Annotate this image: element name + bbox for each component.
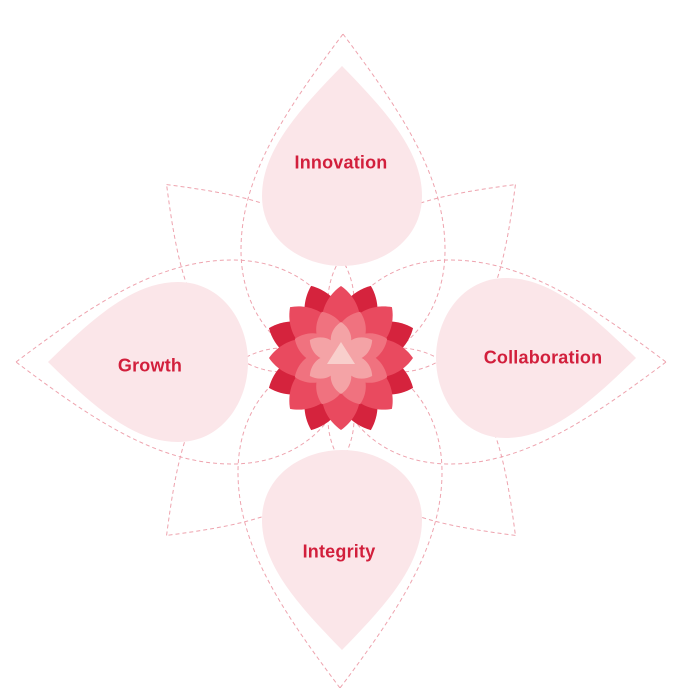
petal-label-collaboration: Collaboration xyxy=(483,347,603,368)
petal-fills xyxy=(48,66,636,650)
petal-left xyxy=(48,282,248,442)
lotus-flower-icon xyxy=(268,285,414,431)
petal-label-growth: Growth xyxy=(117,355,183,376)
lotus-center xyxy=(327,342,355,364)
petal-bottom xyxy=(262,450,422,650)
petal-label-innovation: Innovation xyxy=(294,152,388,173)
petal-label-integrity: Integrity xyxy=(302,541,376,562)
petal-right xyxy=(436,278,636,438)
petal-top xyxy=(262,66,422,266)
